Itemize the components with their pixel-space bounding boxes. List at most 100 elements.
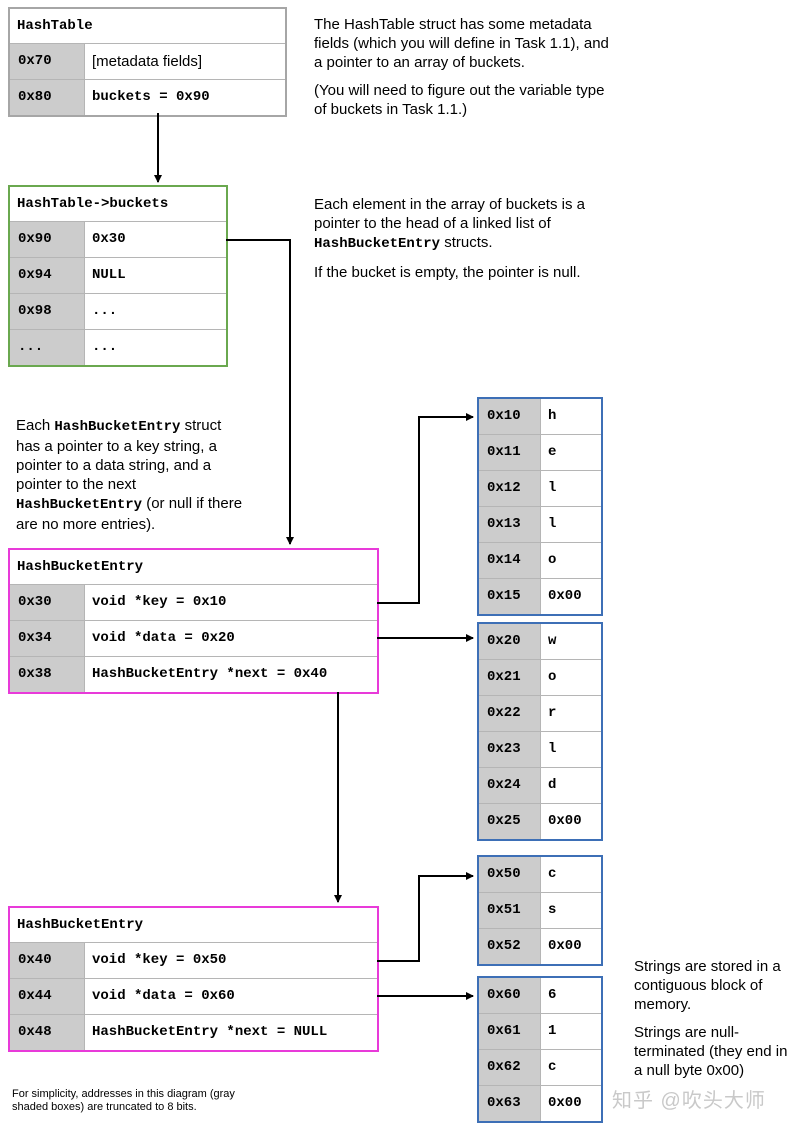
entry-title: HashBucketEntry	[10, 550, 377, 585]
byte-cell: 6	[548, 987, 557, 1003]
address-cell: 0x34	[10, 621, 85, 656]
memory-row: 0x62 c	[479, 1050, 601, 1086]
entry-note-text: (or null if there are no more entries).	[16, 495, 243, 533]
address-cell: 0x61	[479, 1014, 541, 1049]
footnote: For simplicity, addresses in this diagra…	[12, 1088, 235, 1113]
address-cell: 0x98	[10, 294, 85, 329]
value-cell: [metadata fields]	[92, 53, 203, 70]
entry-note-p: Each HashBucketEntry struct has a pointe…	[16, 416, 248, 534]
value-cell: void *key = 0x50	[92, 952, 227, 968]
hashtable-note-p1: The HashTable struct has some metadata f…	[314, 16, 609, 71]
address-cell: 0x13	[479, 507, 541, 542]
value-cell: void *data = 0x60	[92, 988, 235, 1004]
address-cell: 0x50	[479, 857, 541, 892]
strings-note-p1: Strings are stored in a contiguous block…	[634, 958, 781, 1013]
memory-row: 0x51 s	[479, 893, 601, 929]
value-cell: NULL	[92, 267, 126, 283]
bucket-row: 0x94 NULL	[10, 258, 226, 294]
address-cell: 0x90	[10, 222, 85, 257]
hashtable-struct: HashTable 0x70 [metadata fields] 0x80 bu…	[8, 7, 287, 117]
entry-row: 0x44 void *data = 0x60	[10, 979, 377, 1015]
hashtable-row: 0x80 buckets = 0x90	[10, 80, 285, 115]
byte-cell: c	[548, 866, 557, 882]
buckets-note-p1: Each element in the array of buckets is …	[314, 195, 614, 254]
bucket-row: 0x90 0x30	[10, 222, 226, 258]
byte-cell: h	[548, 408, 557, 424]
address-cell: ...	[10, 330, 85, 365]
hashtable-row: 0x70 [metadata fields]	[10, 44, 285, 80]
address-cell: 0x70	[10, 44, 85, 79]
entry-row: 0x34 void *data = 0x20	[10, 621, 377, 657]
entry-row: 0x40 void *key = 0x50	[10, 943, 377, 979]
buckets-note: Each element in the array of buckets is …	[314, 195, 614, 291]
value-cell: ...	[92, 339, 118, 355]
memory-row: 0x24 d	[479, 768, 601, 804]
entry-row: 0x48 HashBucketEntry *next = NULL	[10, 1015, 377, 1050]
byte-cell: 0x00	[548, 588, 582, 604]
entry-note-code: HashBucketEntry	[54, 419, 181, 435]
memory-block-cs: 0x50 c 0x51 s 0x52 0x00	[477, 855, 603, 966]
address-cell: 0x21	[479, 660, 541, 695]
address-cell: 0x10	[479, 399, 541, 434]
address-cell: 0x12	[479, 471, 541, 506]
address-cell: 0x60	[479, 978, 541, 1013]
value-cell: 0x30	[92, 231, 126, 247]
value-cell: void *key = 0x10	[92, 594, 227, 610]
byte-cell: s	[548, 902, 557, 918]
hashtable-note: The HashTable struct has some metadata f…	[314, 15, 614, 128]
address-cell: 0x20	[479, 624, 541, 659]
entry-title: HashBucketEntry	[10, 908, 377, 943]
value-cell: buckets = 0x90	[92, 89, 210, 105]
address-cell: 0x30	[10, 585, 85, 620]
address-cell: 0x25	[479, 804, 541, 839]
buckets-array: HashTable->buckets 0x90 0x30 0x94 NULL 0…	[8, 185, 228, 367]
memory-row: 0x50 c	[479, 857, 601, 893]
value-cell: HashBucketEntry *next = 0x40	[92, 666, 328, 682]
byte-cell: o	[548, 669, 557, 685]
bucket-row: 0x98 ...	[10, 294, 226, 330]
memory-row: 0x10 h	[479, 399, 601, 435]
entry-note: Each HashBucketEntry struct has a pointe…	[16, 416, 248, 543]
hashtable-note-p2: (You will need to figure out the variabl…	[314, 82, 605, 118]
arrow-key-hello	[377, 413, 474, 604]
address-cell: 0x23	[479, 732, 541, 767]
bucket-row: ... ...	[10, 330, 226, 365]
hash-bucket-entry-2: HashBucketEntry 0x40 void *key = 0x50 0x…	[8, 906, 379, 1052]
entry-note-text: Each	[16, 417, 51, 434]
hash-bucket-entry-1: HashBucketEntry 0x30 void *key = 0x10 0x…	[8, 548, 379, 694]
byte-cell: e	[548, 444, 557, 460]
byte-cell: 0x00	[548, 1095, 582, 1111]
value-cell: void *data = 0x20	[92, 630, 235, 646]
buckets-note-code: HashBucketEntry	[314, 236, 441, 252]
byte-cell: 1	[548, 1023, 557, 1039]
byte-cell: c	[548, 1059, 557, 1075]
address-cell: 0x51	[479, 893, 541, 928]
hashtable-title: HashTable	[10, 9, 285, 44]
entry-note-code: HashBucketEntry	[16, 497, 143, 513]
value-cell: HashBucketEntry *next = NULL	[92, 1024, 328, 1040]
address-cell: 0x62	[479, 1050, 541, 1085]
address-cell: 0x44	[10, 979, 85, 1014]
memory-row: 0x21 o	[479, 660, 601, 696]
byte-cell: l	[548, 516, 557, 532]
arrow-bucket-to-entry	[226, 239, 294, 545]
byte-cell: o	[548, 552, 557, 568]
address-cell: 0x15	[479, 579, 541, 614]
address-cell: 0x52	[479, 929, 541, 964]
memory-row: 0x61 1	[479, 1014, 601, 1050]
address-cell: 0x24	[479, 768, 541, 803]
entry-note-text: struct has a pointer to a key string, a …	[16, 417, 222, 493]
strings-note-p2: Strings are null-terminated (they end in…	[634, 1024, 788, 1079]
byte-cell: 0x00	[548, 938, 582, 954]
byte-cell: d	[548, 777, 557, 793]
address-cell: 0x22	[479, 696, 541, 731]
strings-note: Strings are stored in a contiguous block…	[634, 957, 794, 1089]
address-cell: 0x94	[10, 258, 85, 293]
memory-row: 0x52 0x00	[479, 929, 601, 964]
